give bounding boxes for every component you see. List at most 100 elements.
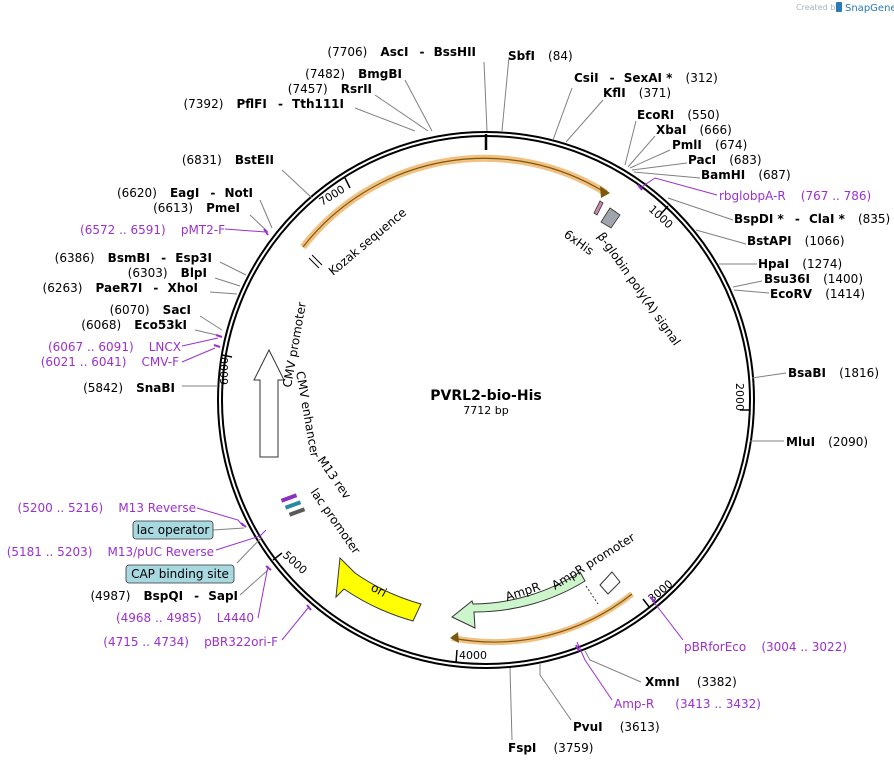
site-bsu36i-pos: (1400)	[823, 272, 863, 286]
site-bspqi: (4987) BspQI - SapI	[90, 585, 238, 604]
ampr-boundary	[585, 585, 599, 605]
polya-label: β-globin poly(A) signal	[595, 230, 684, 349]
leader-kfli	[565, 99, 604, 143]
site-bspdi-pos: (835)	[858, 212, 890, 226]
site-bspdi-name: BspDI *	[734, 212, 784, 226]
site-bsmbi-name2: Esp3I	[175, 251, 212, 265]
cap-site-box	[125, 564, 235, 584]
leader-asci	[483, 61, 488, 132]
site-blpi-pos: (6303)	[128, 266, 168, 280]
ori-arrow	[335, 556, 422, 622]
primer-rbglobpa: rbglobpA-R (767 .. 786)	[719, 185, 871, 204]
site-asci: (7706) AscI - BssHII	[327, 41, 476, 60]
ampr-orf-arc	[451, 593, 633, 643]
site-bsteii: (6831) BstEII	[182, 149, 274, 168]
lac-operator-text: lac operator	[137, 523, 210, 537]
primer-pbr322ori-name: pBR322ori-F	[204, 635, 278, 649]
site-pmlii-pos: (674)	[715, 138, 747, 152]
site-bspqi-pos: (4987)	[90, 589, 130, 603]
snapgene-logo-icon	[836, 2, 842, 12]
leader-cmvf	[181, 347, 216, 363]
primer-pbrforeco-name: pBRforEco	[684, 640, 746, 654]
site-snabi-name: SnaBI	[136, 381, 175, 395]
site-paer7i: (6263) PaeR7I - XhoI	[43, 277, 198, 296]
site-bsu36i-name: Bsu36I	[764, 272, 810, 286]
cmv-enhancer-label: CMV enhancer	[293, 370, 322, 458]
site-pflfi-name2: Tth111I	[292, 97, 344, 111]
site-sbfi: SbfI (84)	[508, 45, 573, 64]
kozak-arrowhead	[600, 186, 610, 198]
site-bmgbi: (7482) BmgBI	[305, 63, 402, 82]
tick-lncx	[215, 334, 223, 338]
cap-site-badge: CAP binding site	[125, 564, 235, 584]
lac-operator-badge: lac operator	[132, 520, 214, 540]
site-snabi-pos: (5842)	[83, 381, 123, 395]
primer-ampr-name: Amp-R	[614, 697, 654, 711]
site-bsteii-pos: (6831)	[182, 153, 222, 167]
site-bsabi-pos: (1816)	[839, 366, 879, 380]
backbone-outer	[217, 131, 755, 669]
tick-pbr322ori	[306, 604, 312, 611]
primer-cmvf-name: CMV-F	[142, 355, 180, 369]
site-kfli-name: KflI	[603, 86, 626, 100]
his-tag	[593, 200, 604, 216]
leader-lncx	[181, 337, 219, 347]
site-xmni: XmnI (3382)	[645, 671, 737, 690]
site-asci-name2: BssHII	[434, 45, 476, 59]
primer-l4440-range: (4968 .. 4985)	[116, 611, 202, 625]
tick-cmvf	[213, 344, 221, 348]
primer-lncx: (6067 .. 6091) LNCX	[48, 336, 181, 355]
site-bsmbi-pos: (6386)	[55, 251, 95, 265]
leader-pflfi	[354, 107, 416, 132]
site-eagi-pos: (6620)	[117, 186, 157, 200]
tick-3000-mark	[642, 598, 651, 609]
leader-bsmbi	[219, 261, 247, 276]
site-bamhi: BamHI (687)	[701, 164, 791, 183]
site-mlui-pos: (2090)	[828, 435, 868, 449]
site-eagi: (6620) EagI - NotI	[117, 182, 253, 201]
site-ecorv-name: EcoRV	[770, 287, 813, 301]
primer-ticks	[213, 184, 656, 652]
kozak-mark-b	[308, 257, 320, 269]
credit-prefix: Created by	[796, 3, 840, 12]
site-hpai-pos: (1274)	[802, 257, 842, 271]
site-hpai: HpaI (1274)	[758, 253, 842, 272]
leader-xmni	[584, 650, 642, 683]
site-pflfi-name: PflFI	[236, 97, 266, 111]
leader-bspdi	[667, 197, 734, 221]
primer-pbrforeco-range: (3004 .. 3022)	[761, 640, 847, 654]
site-bsmbi-sep: -	[161, 251, 166, 265]
site-pmlii: PmlI (674)	[672, 134, 747, 153]
tick-5000-mark	[272, 552, 283, 561]
lac-promoter-label: lac promoter	[308, 486, 364, 557]
leader-pbrforeco	[651, 599, 684, 641]
leader-m13puc	[215, 529, 267, 551]
site-csii-name2: SexAI *	[624, 71, 673, 85]
leader-bsabi	[751, 372, 787, 379]
site-ecori: EcoRI (550)	[637, 104, 720, 123]
primer-pbr322ori-range: (4715 .. 4734)	[103, 635, 189, 649]
primer-l4440: (4968 .. 4985) L4440	[116, 607, 254, 626]
lac-operator-marker	[284, 500, 302, 510]
site-mlui: MluI (2090)	[786, 431, 868, 450]
site-csii-sep: -	[610, 71, 615, 85]
site-bspdi-name2: ClaI *	[809, 212, 846, 226]
primer-pmt2f-range: (6572 .. 6591)	[80, 223, 166, 237]
site-sbfi-name: SbfI	[508, 49, 535, 63]
primer-labels: rbglobpA-R (767 .. 786) pBRforEco (3004 …	[7, 185, 872, 711]
tick-2000: 2000	[733, 383, 746, 411]
plasmid-length: 7712 bp	[463, 404, 508, 417]
lac-operator-box	[132, 520, 214, 540]
ori-label: ori	[369, 580, 389, 600]
ampr-promoter-arrow	[599, 571, 621, 595]
site-bstapi-name: BstAPI	[747, 234, 792, 248]
plasmid-name: PVRL2-bio-His	[430, 388, 541, 404]
site-bsu36i: Bsu36I (1400)	[764, 268, 863, 287]
primer-m13rev-name: M13 Reverse	[118, 501, 196, 515]
cap-site-text: CAP binding site	[131, 567, 229, 581]
leader-bsu36i	[732, 280, 763, 288]
primer-pbr322ori: (4715 .. 4734) pBR322ori-F	[103, 631, 278, 650]
tick-6000: 6000	[218, 357, 231, 385]
primer-rbglobpa-name: rbglobpA-R	[719, 189, 786, 203]
tick-pbrforeco	[649, 596, 656, 603]
